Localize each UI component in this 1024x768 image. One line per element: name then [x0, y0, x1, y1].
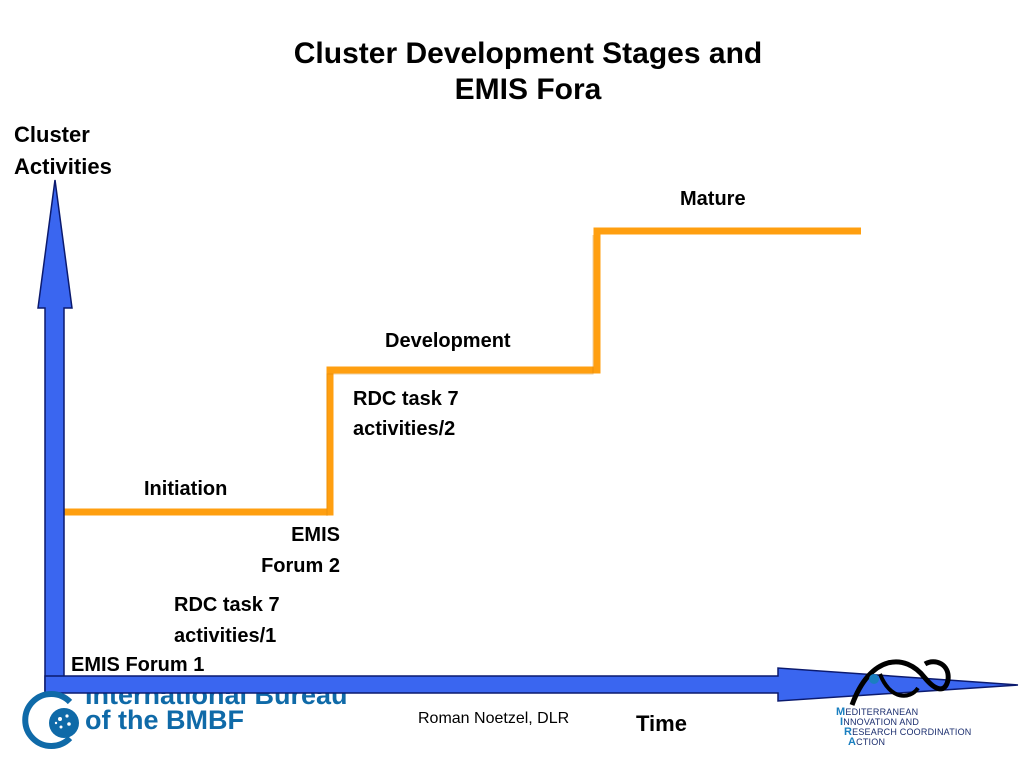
x-axis-arrow [44, 667, 1019, 702]
mira-logo-text: MEDITERRANEAN INNOVATION AND RESEARCH CO… [836, 706, 972, 748]
title-line-2: EMIS Fora [454, 73, 602, 106]
emis-forum-2-line-1: EMIS [291, 524, 340, 546]
rdc-task-1-line-2: activities/1 [174, 625, 277, 647]
footer-credit: Roman Noetzel, DLR [418, 710, 570, 727]
mira-logo-icon [849, 659, 951, 706]
y-axis-label: Cluster Activities [14, 119, 112, 183]
rdc-task-1-line-1: RDC task 7 [174, 594, 280, 616]
y-axis-label-line-1: Cluster [14, 122, 90, 147]
stage-label-initiation: Initiation [144, 478, 228, 500]
title-line-1: Cluster Development Stages and [293, 37, 763, 70]
page-title: Cluster Development Stages and EMIS Fora [200, 36, 856, 108]
mira-line-2: INNOVATION AND [840, 716, 920, 728]
mira-line-4: ACTION [848, 736, 886, 748]
mira-line-1: MEDITERRANEAN [836, 706, 919, 718]
stair-shadow [326, 235, 594, 516]
emis-forum-2-line-2: Forum 2 [261, 555, 340, 577]
stair-line [62, 227, 861, 516]
rdc-task-1-label: RDC task 7 activities/1 [174, 590, 280, 652]
rdc-task-2-line-1: RDC task 7 [353, 388, 459, 410]
y-axis-label-line-2: Activities [14, 154, 112, 179]
emis-forum-1-label: EMIS Forum 1 [71, 654, 205, 676]
mira-line-3: RESEARCH COORDINATION [844, 726, 972, 738]
x-axis-label: Time [636, 711, 687, 736]
rdc-task-2-line-2: activities/2 [353, 418, 456, 440]
globe-logo-icon [22, 691, 79, 749]
y-axis-arrow [37, 179, 73, 692]
emis-forum-2-label: EMIS Forum 2 [200, 520, 340, 582]
stage-label-mature: Mature [680, 188, 746, 210]
stage-staircase [62, 227, 861, 516]
rdc-task-2-label: RDC task 7 activities/2 [353, 384, 459, 444]
stage-label-development: Development [385, 330, 511, 352]
